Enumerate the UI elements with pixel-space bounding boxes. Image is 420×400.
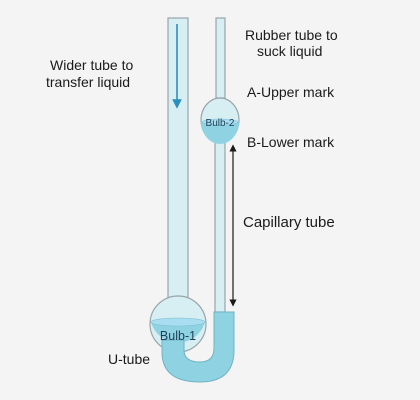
rubber-tube	[215, 17, 226, 99]
u-tube	[161, 311, 235, 383]
bulb-1-label: Bulb-1	[160, 329, 196, 343]
wider-tube-label-line2: transfer liquid	[46, 74, 130, 90]
bulb-1-liquid	[151, 322, 205, 343]
bulb-1-meniscus	[150, 317, 206, 327]
lower-mark-label: B-Lower mark	[247, 134, 335, 150]
upper-mark-label: A-Upper mark	[247, 84, 335, 100]
capillary-tube	[214, 141, 226, 313]
bulb-2-liquid	[201, 122, 239, 144]
capillary-tube-label: Capillary tube	[243, 214, 335, 231]
bulb-2-label: Bulb-2	[206, 118, 235, 129]
wider-tube	[167, 17, 189, 301]
u-tube-label: U-tube	[108, 351, 150, 367]
rubber-tube-label-line2: suck liquid	[257, 43, 322, 59]
bulb-2-meniscus	[201, 118, 239, 126]
rubber-tube-label-line1: Rubber tube to	[245, 27, 338, 43]
wider-tube-label-line1: Wider tube to	[50, 57, 133, 73]
